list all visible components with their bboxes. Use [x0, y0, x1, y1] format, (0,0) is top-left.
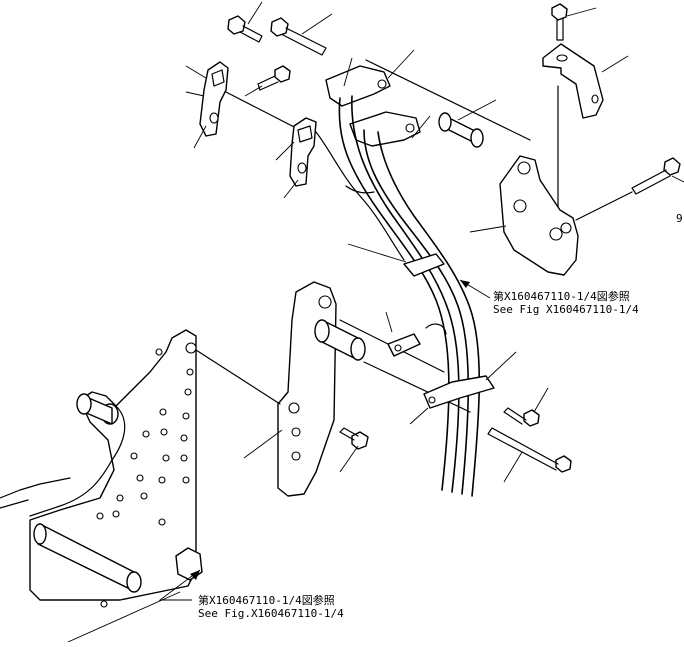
hoses	[315, 95, 481, 497]
reference-arrow-2	[190, 570, 200, 580]
reference-2-en: See Fig.X160467110-1/4	[198, 607, 344, 620]
reference-leader-2-tail	[67, 591, 181, 643]
collar	[438, 99, 497, 148]
bracket-upper-right	[542, 43, 629, 231]
bolt-right	[575, 157, 684, 221]
clip-left	[185, 61, 301, 149]
bolt-top-left	[227, 1, 263, 43]
shaft-line-top	[365, 59, 531, 141]
bolt-top-right	[551, 3, 597, 41]
hose-clamp-middle	[347, 243, 445, 277]
pin-left	[76, 393, 113, 425]
collar-middle	[314, 319, 366, 361]
reference-1-en: See Fig X160467110-1/4	[493, 303, 639, 316]
bracket-left	[0, 329, 197, 608]
bracket-main-right	[469, 155, 579, 276]
bolt-lower-b	[487, 427, 572, 483]
clip-middle	[275, 117, 317, 199]
hose-clamp-lower	[349, 111, 431, 147]
reference-2-jp: 第X160467110-1/4図参照	[198, 593, 335, 607]
reference-leader-2	[158, 569, 201, 601]
bolt-middle	[339, 427, 369, 473]
reference-1-jp: 第X160467110-1/4図参照	[493, 289, 630, 303]
shaft-line-lower	[363, 361, 471, 413]
hose-clamp-upper	[325, 49, 415, 107]
clamp-lower-b	[409, 351, 517, 425]
edge-label: 9	[676, 212, 683, 225]
bracket-middle	[243, 281, 337, 497]
clamp-lower-a	[385, 311, 447, 357]
shaft-line-left	[195, 349, 281, 405]
bolt-lower-a	[503, 387, 549, 427]
bolt-top-long	[270, 13, 333, 56]
reference-arrow-1	[460, 280, 470, 288]
bolt-small-left	[244, 65, 291, 97]
